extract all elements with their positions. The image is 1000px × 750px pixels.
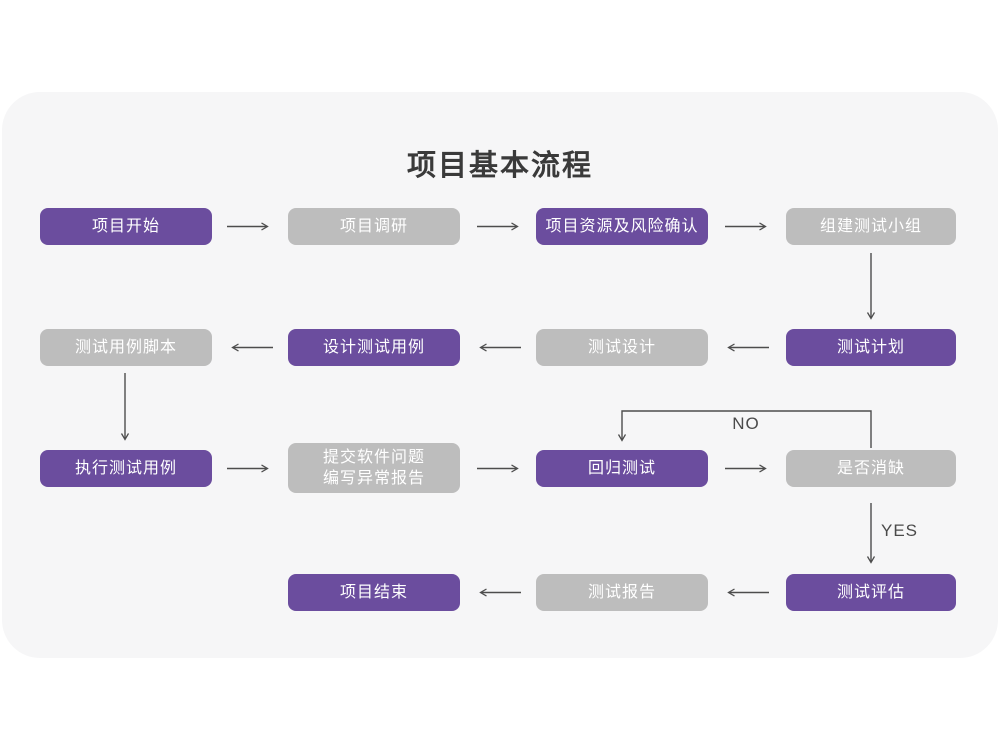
node-project-end: 项目结束 [288,574,460,611]
flowchart-card [2,92,998,658]
node-submit-issues-report: 提交软件问题 编写异常报告 [288,443,460,493]
node-defect-cleared: 是否消缺 [786,450,956,487]
branch-label-yes: YES [881,521,919,540]
branch-label-no: NO [732,414,760,433]
node-execute-test-cases: 执行测试用例 [40,450,212,487]
node-project-research: 项目调研 [288,208,460,245]
node-regression-test: 回归测试 [536,450,708,487]
node-test-evaluation: 测试评估 [786,574,956,611]
node-resources-risk-confirm: 项目资源及风险确认 [536,208,708,245]
node-test-case-scripts: 测试用例脚本 [40,329,212,366]
node-test-design: 测试设计 [536,329,708,366]
node-form-test-team: 组建测试小组 [786,208,956,245]
node-project-start: 项目开始 [40,208,212,245]
node-test-report: 测试报告 [536,574,708,611]
page-title: 项目基本流程 [406,150,593,182]
node-test-plan: 测试计划 [786,329,956,366]
node-design-test-cases: 设计测试用例 [288,329,460,366]
